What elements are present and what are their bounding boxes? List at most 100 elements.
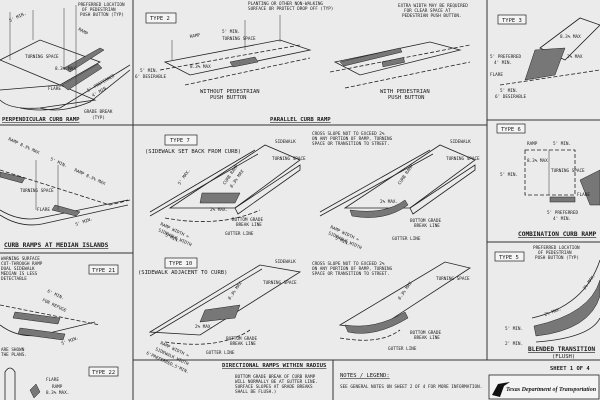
- label-2-max: 2% MAX.: [210, 207, 228, 213]
- note-line: SURFACE OR PROTECT DROP OFF (TYP): [248, 6, 333, 12]
- parallel-curb-ramp-panel: TYPE 2 RAMP 5' MIN. TURNING SPACE 8.3% M…: [135, 1, 471, 123]
- note-line: WILL NORMALLY BE AT GUTTER LINE.: [235, 379, 318, 385]
- type-label: TYPE 5: [499, 255, 519, 261]
- note-line: MEDIAN IS LESS: [1, 271, 38, 277]
- dim-5-min: 5' MIN.: [505, 326, 523, 332]
- type-label-box: [496, 123, 526, 134]
- dim-5-min-side: 5' MIN.: [500, 172, 518, 178]
- note-line: DUAL SIDEWALK: [1, 266, 35, 272]
- type-label-box: [88, 366, 119, 377]
- notes-text: SEE GENERAL NOTES ON SHEET 2 OF 4 FOR MO…: [340, 384, 482, 390]
- label-gutter-line: GUTTER LINE: [392, 236, 421, 242]
- type-label: TYPE 3: [502, 18, 522, 24]
- bottom-strip: BOTTOM GRADE BREAK OF CURB RAMP WILL NOR…: [235, 366, 600, 400]
- directional-ramps-panel: TYPE 7 (SIDEWALK SET BACK FROM CURB) TUR…: [138, 131, 480, 375]
- label-slope: 8.3% MAX: [190, 64, 211, 70]
- label-bottom-grade: BOTTOM GRADE: [232, 217, 263, 223]
- label-turning-space: TURNING SPACE: [263, 280, 297, 286]
- panel-subtitle: (FLUSH): [552, 354, 575, 360]
- dim-desirable: 6' DESIRABLE: [495, 94, 526, 100]
- note-line: SHALL BE FLUSH.): [235, 389, 276, 395]
- label-slope: 8.3% MAX: [527, 158, 548, 164]
- note-line: OF PEDESTRIAN: [538, 250, 572, 256]
- note-extra-width: EXTRA WIDTH MAY BE REQUIRED: [398, 3, 468, 9]
- note-line: PEDESTRIAN PUSH BUTTON.: [402, 13, 462, 19]
- type-label: TYPE 21: [92, 268, 115, 274]
- note-line: DETECTABLE: [1, 276, 27, 282]
- label-slope: 8.3% MAX.: [46, 390, 69, 396]
- type-label: TYPE 6: [501, 127, 521, 133]
- label-ramp: RAMP: [52, 384, 63, 390]
- note-warning-surface: WARNING SURFACE: [1, 256, 40, 262]
- note-line: ON ANY PORTION OF RAMP, TURNING: [312, 136, 393, 142]
- dim-6-min: 6' MIN.: [46, 288, 65, 301]
- dim-5-min: 5' MIN.: [222, 29, 240, 35]
- dim-5-min: 5' MIN.: [8, 11, 27, 24]
- label-turning-space: TURNING SPACE: [25, 54, 59, 60]
- label-turning-space: TURNING SPACE: [20, 188, 54, 194]
- label-gutter-line: GUTTER LINE: [206, 350, 235, 356]
- label-sidewalk: SIDEWALK: [275, 139, 296, 145]
- note-line: PUSH BUTTON (TYP): [80, 12, 124, 18]
- note-line: SPACE OR TRANSITION TO STREET.: [312, 141, 390, 147]
- label-turning-space: TURNING SPACE: [551, 168, 585, 174]
- note-line: SPACE OR TRANSITION TO STREET.: [312, 271, 390, 277]
- label-flare: FLARE: [46, 377, 59, 383]
- label-turning-space: TURNING SPACE: [222, 36, 256, 42]
- note-line: SURFACE SLOPES AT GRADE BREAKS: [235, 384, 313, 390]
- dim-ramp: RAMP: [189, 32, 201, 40]
- notes-legend-title: NOTES / LEGEND:: [340, 373, 390, 379]
- caption-line: PUSH BUTTON: [210, 95, 246, 101]
- dim-5-min-2: 5' MIN.: [75, 216, 94, 228]
- type-label-box: [145, 12, 177, 24]
- dim-2-min: 2' MIN.: [505, 341, 523, 347]
- note-cross-slope: CROSS SLOPE NOT TO EXCEED 2%: [312, 261, 385, 267]
- label-turning-space: TURNING SPACE: [272, 156, 306, 162]
- type-5-panel: TYPE 5 PREFERRED LOCATION OF PEDESTRIAN …: [494, 245, 600, 360]
- label-2-max: 2% MAX.: [380, 199, 398, 205]
- dim-5-min: 5' MIN.: [553, 141, 571, 147]
- label-turning-space: TURNING SPACE: [436, 276, 470, 282]
- dim-5-max: 5' MAX.: [177, 168, 192, 186]
- dim-min: 4' MIN.: [553, 216, 571, 222]
- type-label-box: [497, 14, 527, 25]
- label-flare: FLARE: [37, 207, 50, 213]
- label-ramp-slope: CURB RAMP: [397, 163, 416, 186]
- note-push-button: PREFERRED LOCATION: [533, 245, 580, 251]
- dim-5-min: 5' MIN.: [500, 88, 518, 94]
- label-flare: FLARE: [577, 192, 590, 198]
- note-cross-slope: CROSS SLOPE NOT TO EXCEED 2%: [312, 131, 385, 137]
- type-22-panel: TYPE 22 FLARE RAMP 8.3% MAX.: [4, 366, 119, 400]
- type-6-panel: TYPE 6 RAMP 5' MIN. 8.3% MAX TURNING SPA…: [496, 123, 600, 238]
- label-2-max-2: 2% MAX.: [582, 273, 597, 291]
- type-7-label: TYPE 7: [170, 138, 190, 144]
- label-flare: FLARE: [490, 72, 503, 78]
- label-line: BREAK LINE: [414, 335, 440, 341]
- label-slope: 8.3% MAX: [55, 66, 76, 72]
- dim-desirable: 6' DESIRABLE: [135, 74, 166, 80]
- type-7-subtitle: (SIDEWALK SET BACK FROM CURB): [145, 149, 241, 155]
- dim-ramp: RAMP 8.3% MAX: [7, 136, 40, 156]
- label-bottom-grade: BOTTOM GRADE: [410, 218, 441, 224]
- note-line: PUSH BUTTON (TYP): [535, 255, 579, 261]
- note-line: FOR CLEAR SPACE AT: [404, 8, 451, 14]
- label-cross-slope: 2% MAX: [567, 54, 583, 60]
- note-line: OF PEDESTRIAN: [82, 7, 116, 13]
- perpendicular-curb-ramp-panel: PREFERRED LOCATION OF PEDESTRIAN PUSH BU…: [0, 2, 131, 123]
- agency-name: Texas Department of Transportation: [506, 387, 597, 393]
- type-21-panel: TYPE 21 WARNING SURFACE CUT-THROUGH RAMP…: [0, 256, 119, 358]
- panel-title: CURB RAMPS AT MEDIAN ISLANDS: [4, 242, 109, 249]
- type-7-label-box: [164, 134, 198, 146]
- label-bottom-grade: BOTTOM GRADE: [410, 330, 441, 336]
- label-line: BREAK LINE: [236, 222, 262, 228]
- type-label-box: [494, 251, 525, 262]
- label-line: BREAK LINE: [414, 223, 440, 229]
- type-10-label: TYPE 10: [169, 261, 192, 267]
- note-push-button: PREFERRED LOCATION: [78, 2, 125, 8]
- label-bottom-grade: BOTTOM GRADE: [226, 336, 257, 342]
- type-label: TYPE 22: [92, 370, 115, 376]
- note-planting: PLANTING OR OTHER NON-WALKING: [248, 1, 323, 7]
- txdot-logo: [492, 382, 510, 397]
